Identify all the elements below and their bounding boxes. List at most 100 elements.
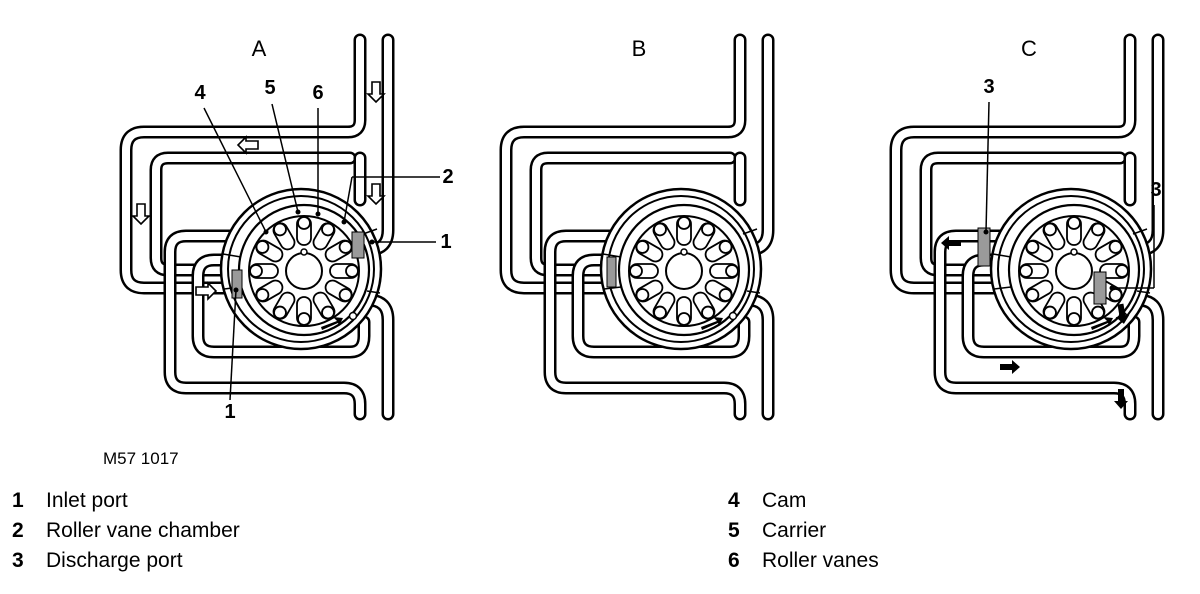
pump-panel-a: A — [119, 33, 395, 421]
leader-dot — [263, 229, 269, 235]
duct-channel — [964, 256, 1138, 356]
rotation-arrow-icon — [321, 317, 343, 330]
legend-text: Roller vane chamber — [46, 519, 240, 542]
legend-number: 4 — [728, 489, 740, 512]
discharge-port-hatch-left — [977, 227, 991, 267]
partition-line — [992, 253, 1012, 258]
roller-vane — [321, 222, 335, 237]
roller-vane — [249, 264, 263, 278]
partition-line — [1132, 228, 1148, 235]
roller-vane — [297, 216, 311, 230]
leader-line — [271, 103, 299, 213]
open-flow-arrow-icon — [195, 281, 218, 301]
leader-dot — [233, 287, 239, 293]
drive-shaft — [665, 252, 703, 290]
legend-text: Carrier — [762, 519, 827, 542]
leader-line — [985, 101, 990, 233]
leader-line — [343, 176, 353, 223]
duct-channel — [152, 154, 354, 274]
callout-cam: 4 — [194, 82, 206, 104]
partition-line — [993, 286, 1012, 290]
roller-vane — [345, 264, 359, 278]
duct-channel — [122, 36, 364, 292]
roller-vane — [297, 312, 311, 326]
open-flow-arrow-icon — [131, 203, 151, 226]
roller-vane — [635, 288, 650, 302]
duct-channel — [744, 36, 772, 254]
rotation-arrow-icon — [1091, 317, 1113, 330]
duct-channel — [502, 36, 744, 292]
roller-vane — [273, 305, 287, 320]
relief-valve — [348, 311, 358, 321]
roller-vane — [255, 288, 270, 302]
roller-vane — [1108, 240, 1123, 254]
partition-line — [603, 286, 622, 290]
solid-flow-arrow-icon — [1000, 360, 1020, 374]
duct-channel — [1134, 36, 1162, 254]
leader-dot — [341, 219, 347, 225]
open-flow-arrow-icon — [236, 135, 259, 155]
callout-discharge-port-top: 3 — [983, 76, 994, 98]
legend-text: Cam — [762, 489, 807, 512]
roller-vane — [1115, 264, 1129, 278]
legend-number: 5 — [728, 519, 740, 542]
legend-item-carrier: 5 Carrier — [728, 516, 879, 546]
duct-channel — [892, 36, 1134, 292]
roller-vane — [1043, 305, 1057, 320]
roller-vane — [1067, 216, 1081, 230]
duct-channel — [936, 232, 1134, 418]
pump-panel-b: B — [499, 33, 775, 421]
roller-vane — [338, 288, 353, 302]
inlet-port-hatch — [231, 269, 243, 299]
duct-channel — [574, 256, 748, 356]
partition-line — [222, 253, 242, 258]
roller-vane — [1025, 288, 1040, 302]
leader-line — [203, 107, 267, 233]
duct-channel — [532, 154, 734, 274]
roller-vane — [321, 305, 335, 320]
roller-vane — [725, 264, 739, 278]
leader-dot — [295, 209, 301, 215]
legend-text: Inlet port — [46, 489, 128, 512]
callout-carrier: 5 — [264, 77, 275, 99]
roller-vane — [701, 305, 715, 320]
partition-line — [746, 290, 761, 294]
duct-channel — [166, 232, 364, 418]
partition-line — [602, 253, 622, 258]
solid-flow-arrow-icon — [1114, 389, 1128, 409]
figure-code: M57 1017 — [103, 449, 179, 468]
inlet-port-hatch — [606, 256, 617, 288]
solid-flow-arrow-icon — [1115, 303, 1130, 324]
leader-dot — [369, 239, 375, 245]
shaft-key — [300, 248, 308, 256]
callout-inlet-port-bottom: 1 — [224, 401, 235, 423]
legend-number: 1 — [12, 489, 24, 512]
partition-line — [1136, 290, 1151, 294]
drive-shaft — [1055, 252, 1093, 290]
legend-number: 2 — [12, 519, 24, 542]
roller-vane — [701, 222, 715, 237]
roller-vane — [1091, 305, 1105, 320]
roller-vane — [1025, 240, 1040, 254]
duct-channel — [364, 36, 392, 254]
partition-line — [362, 228, 378, 235]
leader-dot — [315, 211, 321, 217]
roller-vane — [635, 240, 650, 254]
roller-vane — [718, 240, 733, 254]
shaft-key — [680, 248, 688, 256]
panel-label: A — [252, 36, 267, 61]
duct-channel — [546, 232, 744, 418]
open-flow-arrow-icon — [366, 81, 386, 104]
roller-vane — [273, 222, 287, 237]
legend-item-inlet-port: 1 Inlet port — [12, 486, 240, 516]
duct-channel — [1134, 296, 1162, 418]
roller-vane — [653, 305, 667, 320]
discharge-port-hatch — [351, 231, 365, 259]
duct-channel — [194, 256, 368, 356]
callout-discharge-port-right: 3 — [1150, 179, 1161, 201]
roller-vane — [255, 240, 270, 254]
